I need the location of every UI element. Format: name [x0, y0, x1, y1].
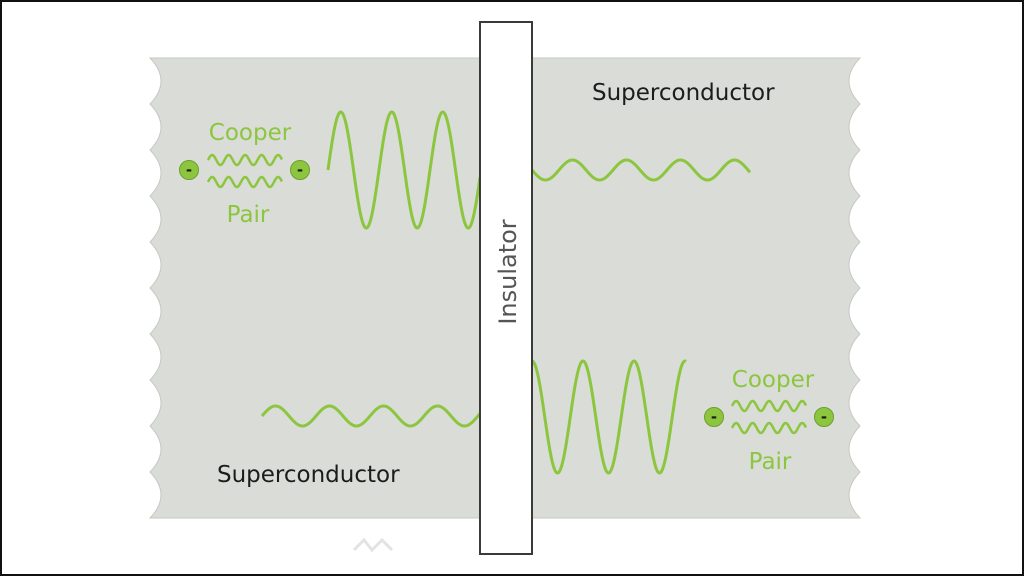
- cooper-pair-right-word2: Pair: [749, 449, 792, 475]
- cooper-pair-left-word2: Pair: [227, 202, 270, 228]
- electron-right-a: [704, 407, 724, 427]
- superconductor-top-label: Superconductor: [592, 80, 775, 106]
- superconductor-bottom-label: Superconductor: [217, 462, 400, 488]
- cooper-pair-right-wave-upper: [730, 399, 808, 413]
- insulator-barrier: [479, 21, 533, 555]
- cooper-pair-right: Cooper Pair - -: [704, 367, 834, 475]
- wave-top-transmitted: [530, 158, 752, 182]
- cooper-pair-left-wave-upper: [206, 153, 284, 167]
- wave-bottom-transmitted: [260, 404, 482, 428]
- electron-right-b: [814, 407, 834, 427]
- electron-right-b-charge: -: [821, 408, 827, 426]
- electron-left-b-charge: -: [297, 161, 303, 179]
- cooper-pair-left-wave-lower: [206, 175, 284, 189]
- wave-bottom-incoming: [531, 359, 687, 475]
- cooper-pair-left-word1: Cooper: [209, 120, 292, 146]
- electron-right-a-charge: -: [711, 408, 717, 426]
- cooper-pair-right-wave-lower: [730, 421, 808, 435]
- insulator-label: Insulator: [494, 219, 522, 324]
- wave-top-incoming: [326, 110, 482, 230]
- decorative-mark: [352, 537, 394, 553]
- electron-left-a-charge: -: [186, 161, 192, 179]
- electron-left-b: [290, 160, 310, 180]
- electron-left-a: [179, 160, 199, 180]
- cooper-pair-right-word1: Cooper: [732, 367, 815, 393]
- cooper-pair-left: Cooper Pair - -: [179, 120, 310, 228]
